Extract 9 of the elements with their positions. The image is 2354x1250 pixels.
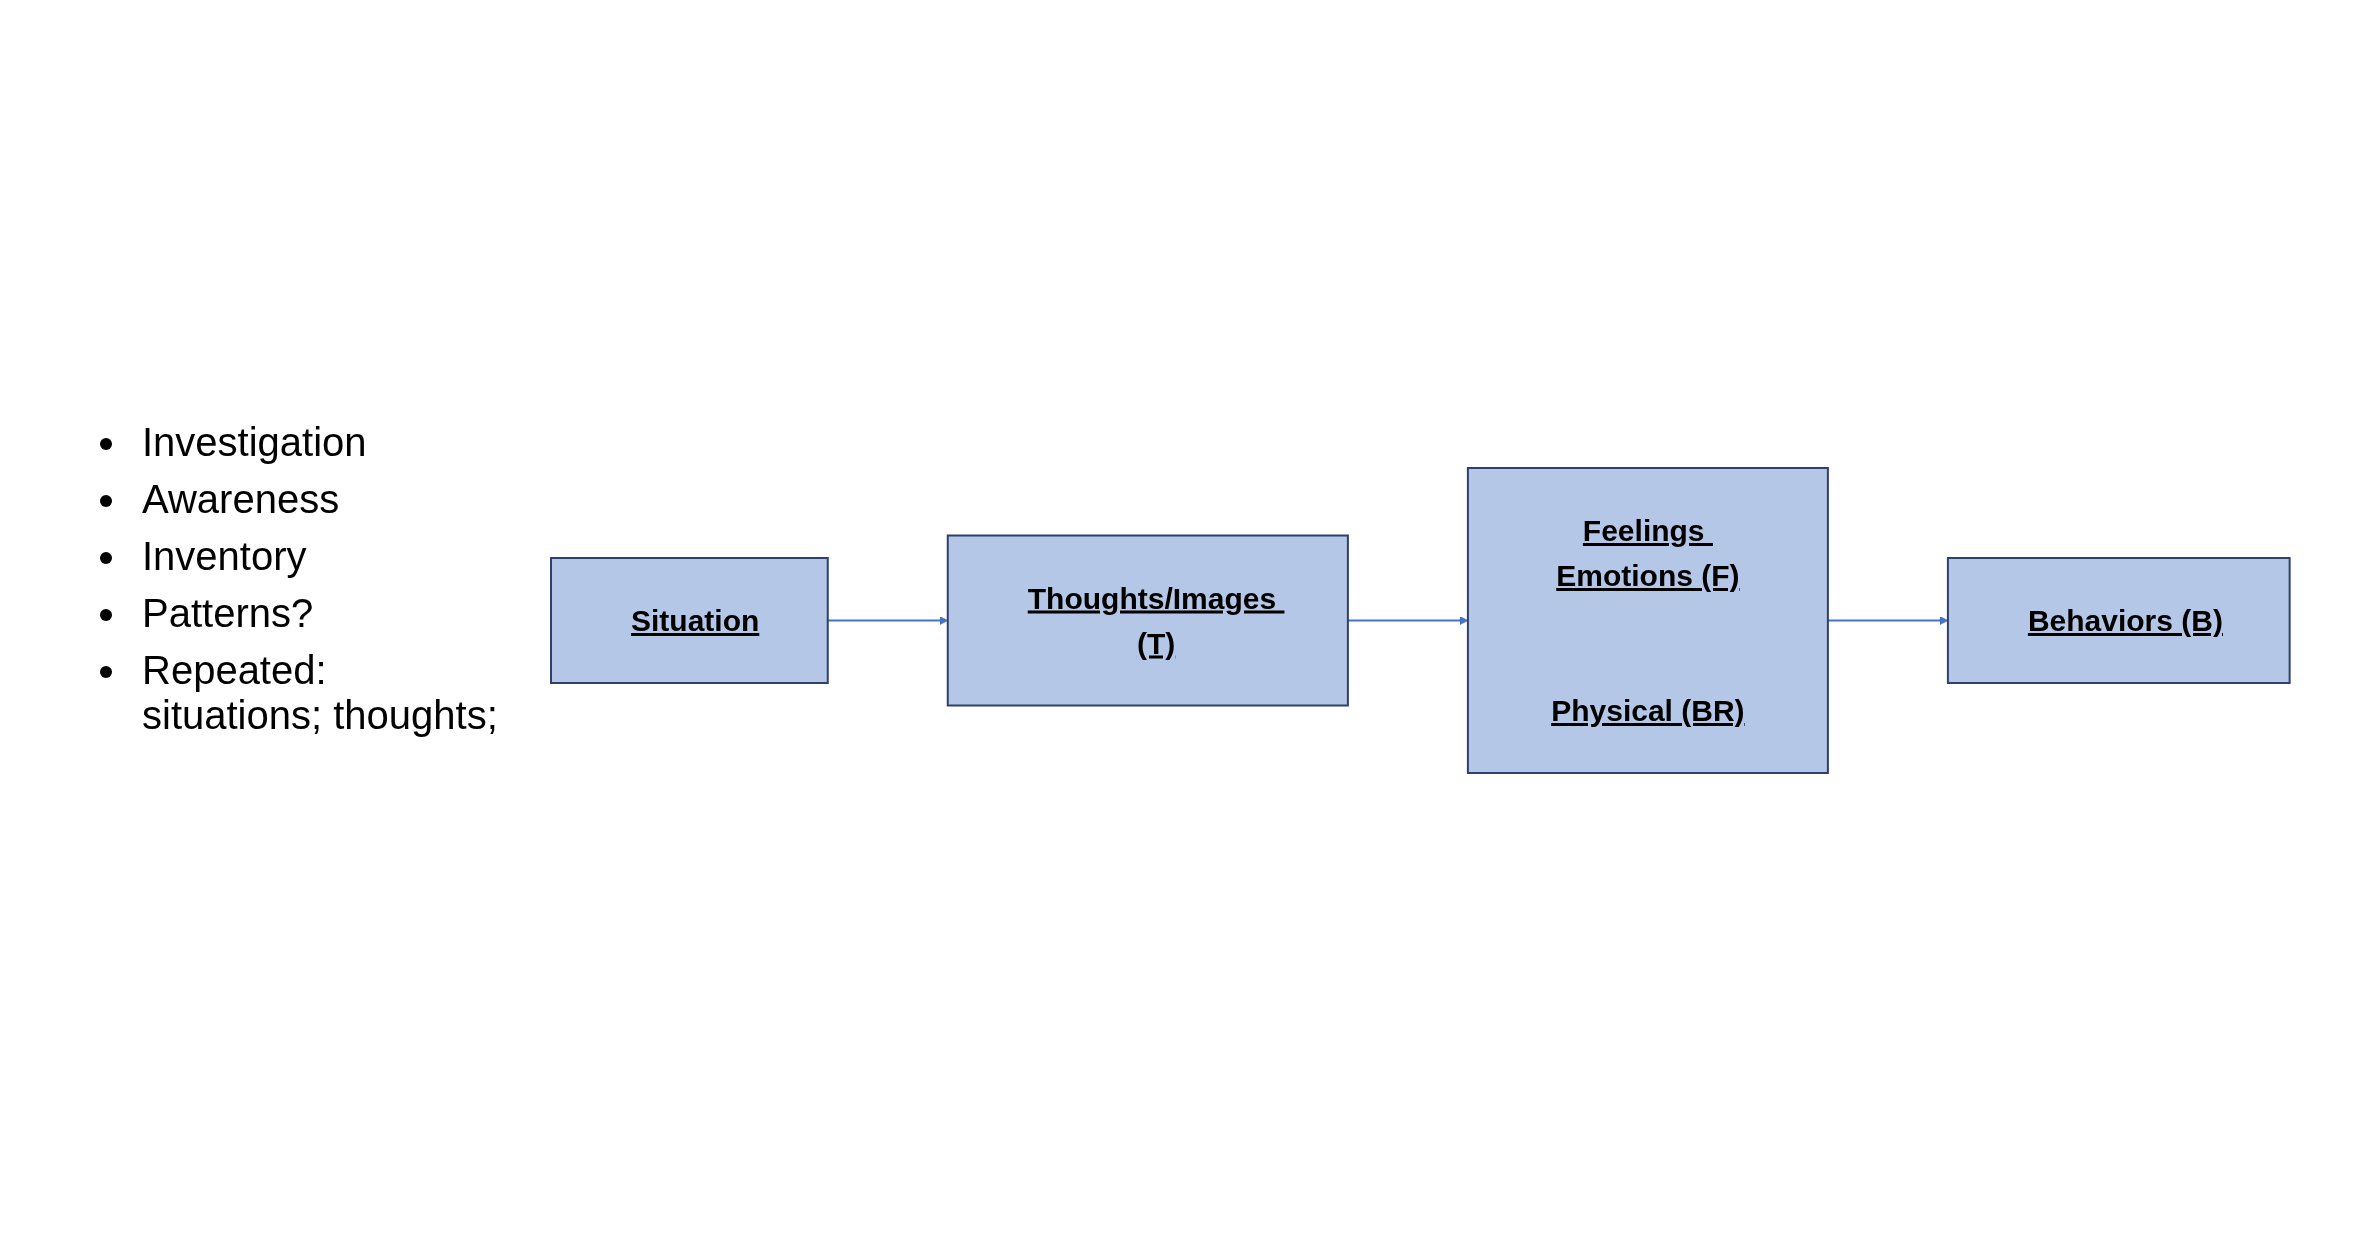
node-box: Feelings Emotions (F) Physical (BR) xyxy=(1466,466,1829,774)
list-item-text: Awareness xyxy=(142,477,340,522)
list-item-text: Inventory xyxy=(142,534,307,579)
node-box: Situation xyxy=(549,556,829,684)
node-box: Thoughts/Images (T) xyxy=(946,534,1349,706)
list-item-text: Investigation xyxy=(142,420,367,465)
node-box: Behaviors (B) xyxy=(1946,556,2291,684)
list-item-text: Patterns? xyxy=(142,591,314,636)
list-item-text: Repeated: situations; thoughts; xyxy=(142,648,499,738)
